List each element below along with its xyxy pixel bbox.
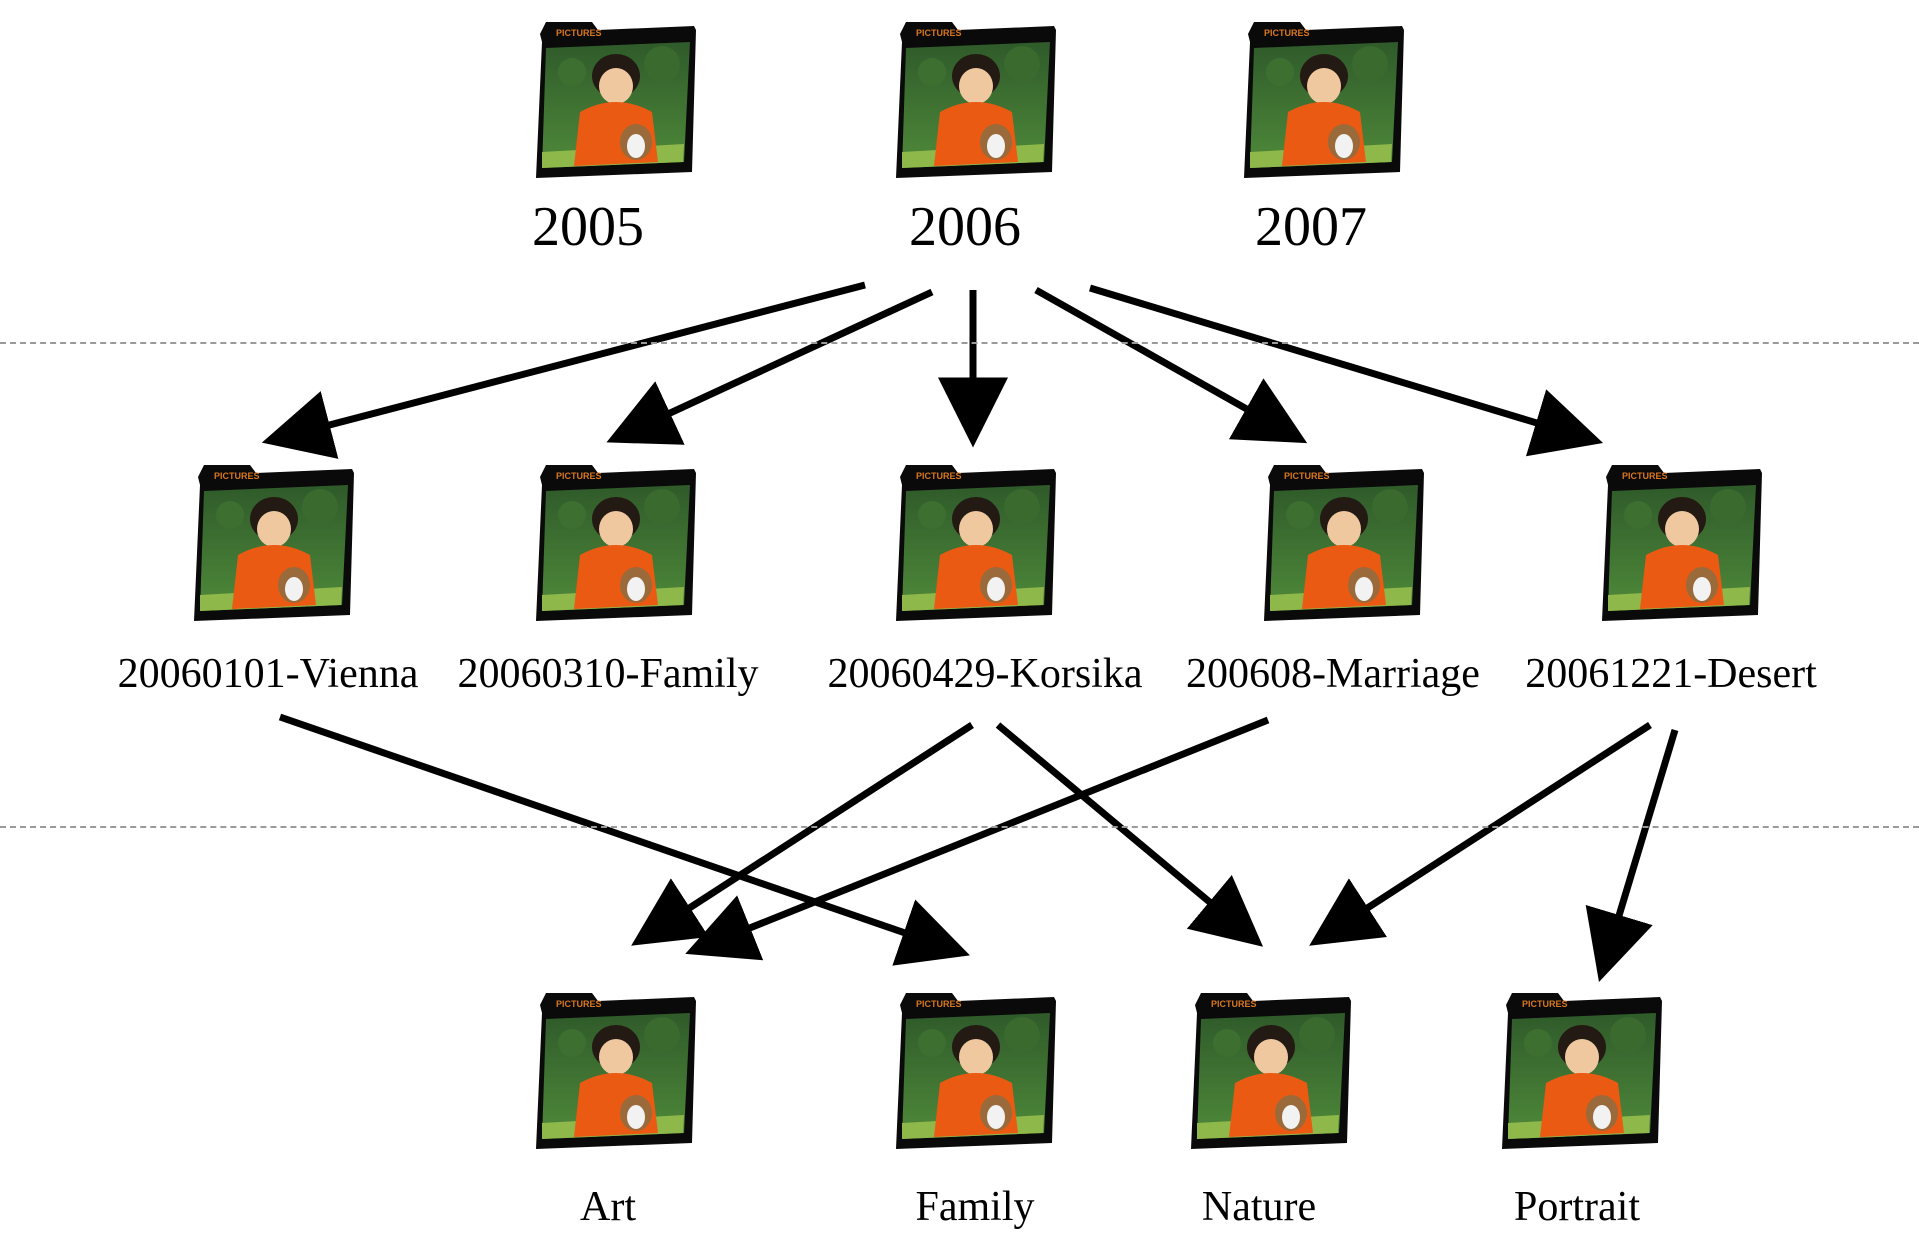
folder-family-event-icon[interactable]: PICTURES <box>532 455 700 625</box>
folder-label-desert: 20061221-Desert <box>1525 651 1817 697</box>
folder-korsika-icon[interactable]: PICTURES <box>892 455 1060 625</box>
svg-text:PICTURES: PICTURES <box>916 28 962 38</box>
svg-text:PICTURES: PICTURES <box>1622 471 1668 481</box>
folder-label-portrait: Portrait <box>1514 1184 1640 1230</box>
folder-label-family-event: 20060310-Family <box>457 651 759 697</box>
svg-text:PICTURES: PICTURES <box>1211 999 1257 1009</box>
folder-2007-icon[interactable]: PICTURES <box>1240 12 1408 182</box>
arrow-vienna-to-family <box>278 713 970 966</box>
folder-label-nature: Nature <box>1201 1184 1317 1230</box>
arrow-2006-to-family-event <box>606 288 934 445</box>
folder-label-2007: 2007 <box>1255 196 1367 258</box>
folder-nature-icon[interactable]: PICTURES <box>1187 983 1355 1153</box>
folder-marriage-icon[interactable]: PICTURES <box>1260 455 1428 625</box>
folder-label-vienna: 20060101-Vienna <box>117 651 419 697</box>
folder-label-2005: 2005 <box>532 196 644 258</box>
folder-label-family: Family <box>915 1184 1035 1230</box>
svg-text:PICTURES: PICTURES <box>1522 999 1568 1009</box>
svg-text:PICTURES: PICTURES <box>1264 28 1310 38</box>
folder-portrait-icon[interactable]: PICTURES <box>1498 983 1666 1153</box>
svg-text:PICTURES: PICTURES <box>916 471 962 481</box>
folder-2006-icon[interactable]: PICTURES <box>892 12 1060 182</box>
level-separator-1 <box>0 342 1919 344</box>
svg-text:PICTURES: PICTURES <box>1284 471 1330 481</box>
svg-text:PICTURES: PICTURES <box>556 999 602 1009</box>
arrow-marriage-to-art <box>685 716 1270 961</box>
folder-vienna-icon[interactable]: PICTURES <box>190 455 358 625</box>
folder-label-marriage: 200608-Marriage <box>1186 651 1480 697</box>
folder-2005-icon[interactable]: PICTURES <box>532 12 700 182</box>
level-separator-2 <box>0 826 1919 828</box>
arrow-desert-to-nature <box>1309 722 1652 946</box>
folder-desert-icon[interactable]: PICTURES <box>1598 455 1766 625</box>
folder-art-icon[interactable]: PICTURES <box>532 983 700 1153</box>
arrow-desert-to-portrait <box>1585 728 1679 983</box>
arrow-korsika-to-nature <box>995 722 1264 947</box>
folder-label-2006: 2006 <box>909 196 1021 258</box>
svg-text:PICTURES: PICTURES <box>556 28 602 38</box>
folder-family-icon[interactable]: PICTURES <box>892 983 1060 1153</box>
folder-label-korsika: 20060429-Korsika <box>827 651 1143 697</box>
svg-text:PICTURES: PICTURES <box>556 471 602 481</box>
arrow-2006-to-marriage <box>1034 286 1308 444</box>
folder-label-art: Art <box>580 1184 636 1230</box>
arrow-2006-to-vienna <box>261 281 866 459</box>
svg-text:PICTURES: PICTURES <box>916 999 962 1009</box>
svg-text:PICTURES: PICTURES <box>214 471 260 481</box>
arrow-2006-to-desert <box>1088 284 1604 457</box>
